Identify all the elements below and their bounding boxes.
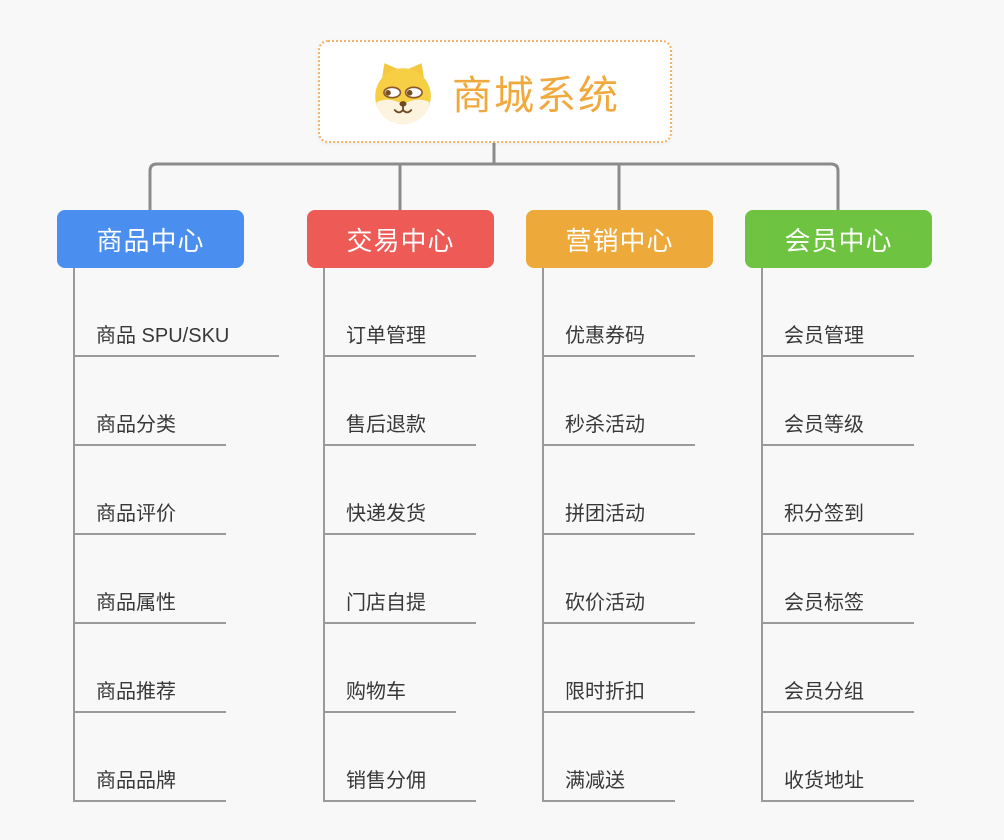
branch-node-members[interactable]: 会员中心 [745, 210, 932, 268]
leaf-node[interactable]: 商品分类 [73, 410, 226, 446]
branch-node-marketing[interactable]: 营销中心 [526, 210, 713, 268]
leaf-node[interactable]: 商品推荐 [73, 677, 226, 713]
leaf-node[interactable]: 秒杀活动 [542, 410, 695, 446]
branch-members: 会员中心会员管理会员等级积分签到会员标签会员分组收货地址 [745, 210, 1004, 840]
leaf-node[interactable]: 满减送 [542, 766, 675, 802]
leaf-node[interactable]: 商品属性 [73, 588, 226, 624]
leaf-node[interactable]: 会员标签 [761, 588, 914, 624]
branch-node-trade[interactable]: 交易中心 [307, 210, 494, 268]
branch-trade: 交易中心订单管理售后退款快递发货门店自提购物车销售分佣 [307, 210, 567, 840]
leaf-node[interactable]: 商品品牌 [73, 766, 226, 802]
leaf-node[interactable]: 订单管理 [323, 321, 476, 357]
branch-label: 商品中心 [96, 225, 205, 256]
branch-node-products[interactable]: 商品中心 [57, 210, 244, 268]
leaf-node[interactable]: 会员等级 [761, 410, 914, 446]
branch-products: 商品中心商品 SPU/SKU 商品分类商品评价商品属性商品推荐商品品牌 [57, 210, 317, 840]
branch-label: 营销中心 [565, 225, 674, 256]
branch-label: 会员中心 [784, 225, 893, 256]
leaf-node[interactable]: 销售分佣 [323, 766, 476, 802]
root-node[interactable]: 商城系统 [318, 40, 672, 143]
leaf-node[interactable]: 积分签到 [761, 499, 914, 535]
leaf-node[interactable]: 商品 SPU/SKU [73, 321, 280, 357]
leaf-node[interactable]: 购物车 [323, 677, 456, 713]
leaf-node[interactable]: 会员分组 [761, 677, 914, 713]
branch-marketing: 营销中心优惠券码秒杀活动拼团活动砍价活动限时折扣满减送 [526, 210, 786, 840]
leaf-node[interactable]: 优惠券码 [542, 321, 695, 357]
leaf-node[interactable]: 快递发货 [323, 499, 476, 535]
leaf-node[interactable]: 门店自提 [323, 588, 476, 624]
leaf-node[interactable]: 收货地址 [761, 766, 914, 802]
root-title: 商城系统 [452, 73, 620, 118]
dog-face-icon [375, 62, 431, 124]
leaf-node[interactable]: 拼团活动 [542, 499, 695, 535]
branch-label: 交易中心 [346, 225, 455, 256]
leaf-node[interactable]: 限时折扣 [542, 677, 695, 713]
leaf-node[interactable]: 售后退款 [323, 410, 476, 446]
leaf-node[interactable]: 商品评价 [73, 499, 226, 535]
leaf-node[interactable]: 砍价活动 [542, 588, 695, 624]
leaf-node[interactable]: 会员管理 [761, 321, 914, 357]
